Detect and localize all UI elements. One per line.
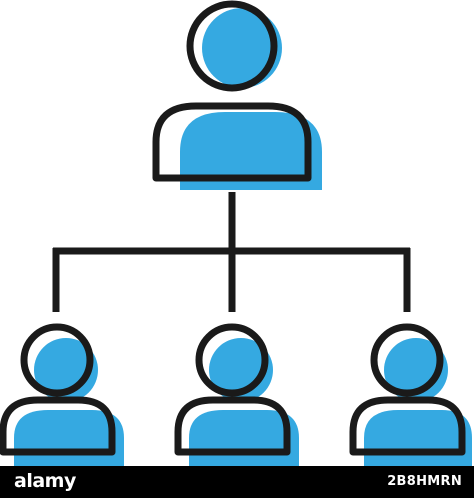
connector-lines (52, 192, 411, 312)
left-person-icon (0, 323, 124, 466)
middle-person-head-outline (195, 323, 269, 397)
watermark-image-id: 2B8HMRN (387, 474, 462, 489)
watermark-footer: alamy 2B8HMRN (0, 466, 474, 498)
middle-person-body-outline (174, 396, 291, 456)
watermark-logo: alamy (14, 470, 76, 492)
right-person-head-outline (370, 323, 444, 397)
top-person-body-outline (152, 102, 312, 182)
left-person-body-outline (0, 396, 116, 456)
top-person-icon (152, 0, 322, 190)
middle-person-icon (174, 323, 299, 466)
right-person-body-outline (349, 396, 466, 456)
top-person-head-fill (202, 8, 282, 88)
left-person-head-outline (20, 323, 94, 397)
top-person-body-fill (180, 112, 322, 190)
right-person-icon (349, 323, 472, 466)
right-person-body-fill (364, 410, 472, 466)
top-person-head-outline (186, 0, 278, 92)
